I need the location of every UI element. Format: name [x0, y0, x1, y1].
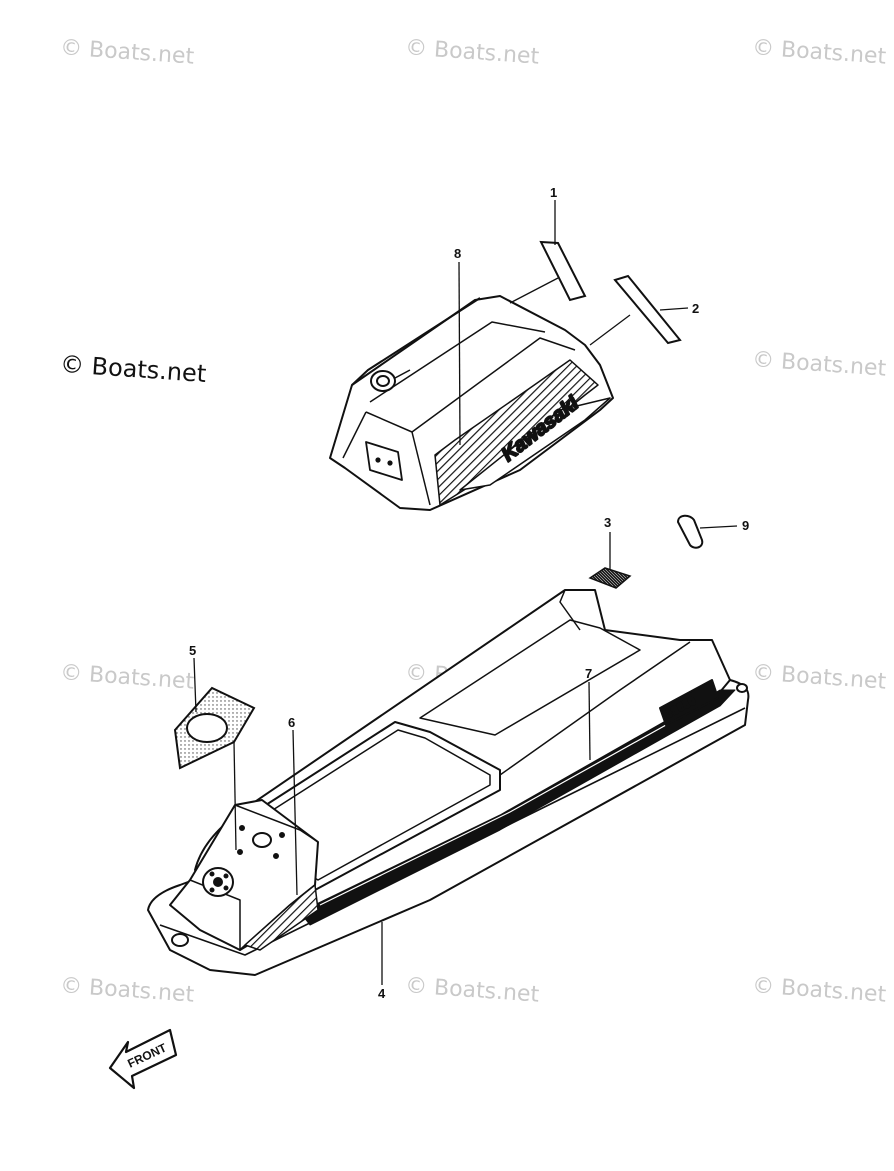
- hood-side-decal: [434, 359, 599, 506]
- engine-hood: Kawasaki: [329, 295, 614, 511]
- callout-6: 6: [288, 715, 295, 730]
- front-arrow: FRONT: [108, 1028, 178, 1090]
- leader-lines: [193, 200, 738, 985]
- decal-2: [613, 274, 682, 345]
- decal-1: [539, 240, 587, 302]
- decal-9: [676, 514, 704, 549]
- decal-5: [173, 686, 256, 770]
- decal-3: [588, 567, 632, 589]
- hull-body: JS550: [147, 589, 750, 976]
- front-side-decal: [244, 884, 319, 951]
- callout-7: 7: [585, 666, 592, 681]
- callout-2: 2: [692, 301, 699, 316]
- callout-5: 5: [189, 643, 196, 658]
- callout-4: 4: [378, 986, 386, 1001]
- callout-8: 8: [454, 246, 461, 261]
- callout-9: 9: [742, 518, 749, 533]
- callout-3: 3: [604, 515, 611, 530]
- callout-1: 1: [550, 185, 557, 200]
